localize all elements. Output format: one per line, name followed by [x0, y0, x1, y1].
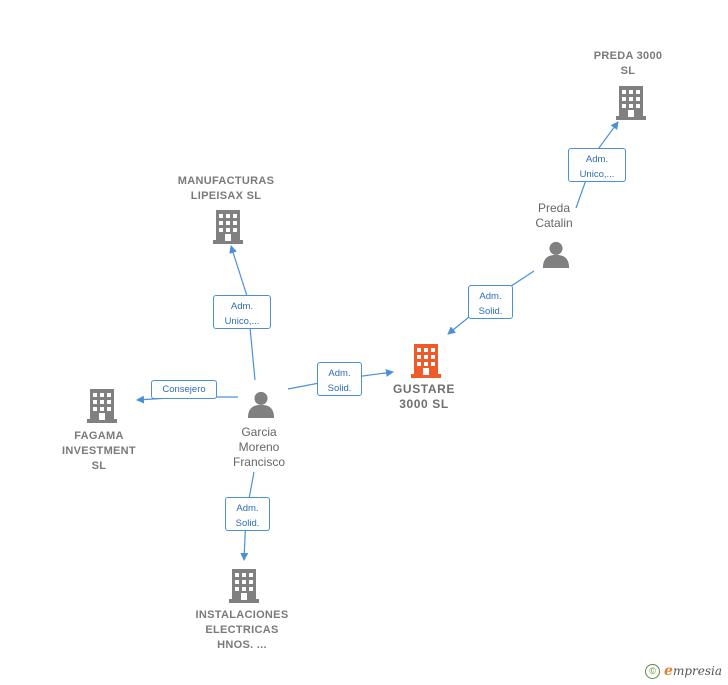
fagama-label[interactable]: FAGAMA INVESTMENT SL [62, 430, 136, 472]
preda3000-building-icon[interactable] [616, 86, 646, 120]
preda3000-label[interactable]: PREDA 3000 SL [593, 50, 663, 77]
preda-catalin-label[interactable]: Preda Catalin [535, 201, 573, 230]
garcia-label[interactable]: Garcia Moreno Francisco [232, 425, 285, 469]
edge-label-garcia-instalaciones: Adm. Solid. [225, 497, 270, 531]
brand-logo: empresia [664, 663, 722, 679]
fagama-building-icon[interactable] [87, 389, 117, 423]
gustare-label[interactable]: GUSTARE 3000 SL [393, 382, 455, 411]
edge-label-garcia-manufacturas: Adm. Unico,... [213, 295, 271, 329]
garcia-person-icon[interactable] [247, 391, 275, 418]
edge-label-catalin-preda3000: Adm. Unico,... [568, 148, 626, 182]
gustare-building-icon[interactable] [411, 344, 441, 378]
edge-label-garcia-gustare: Adm. Solid. [317, 362, 362, 396]
edge-label-garcia-fagama: Consejero [151, 380, 217, 399]
preda-catalin-person-icon[interactable] [542, 241, 570, 268]
instalaciones-label[interactable]: INSTALACIONES ELECTRICAS HNOS. ... [195, 609, 289, 651]
edge-label-catalin-gustare: Adm. Solid. [468, 285, 513, 319]
manufacturas-label[interactable]: MANUFACTURAS LIPEISAX SL [177, 175, 275, 202]
copyright-footer: © empresia [645, 663, 722, 679]
manufacturas-building-icon[interactable] [213, 210, 243, 244]
instalaciones-building-icon[interactable] [229, 569, 259, 603]
copyright-icon: © [645, 663, 661, 679]
